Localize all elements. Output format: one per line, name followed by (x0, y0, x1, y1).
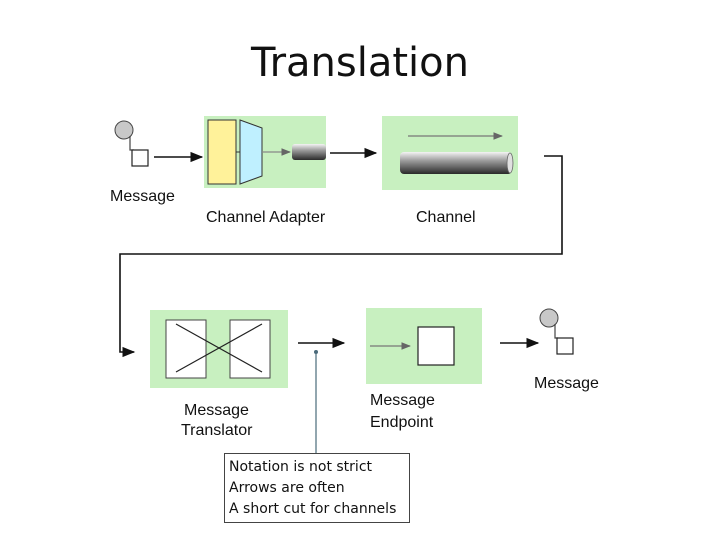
connector-channel-to-translator (119, 155, 563, 358)
message-endpoint-label-line2: Endpoint (370, 414, 434, 431)
note-line: A short cut for channels (229, 501, 397, 517)
channel-adapter-panel (204, 116, 326, 188)
message-translator-panel (150, 310, 288, 388)
message-out-icon (539, 308, 574, 355)
message-out-label: Message (534, 375, 599, 392)
message-in-label: Message (110, 188, 175, 205)
channel-panel (382, 116, 518, 190)
slide-title: Translation (251, 40, 469, 86)
message-translator-label-line1: Message (184, 402, 249, 419)
message-endpoint-label-line1: Message (370, 392, 435, 409)
channel-adapter-label: Channel Adapter (206, 209, 326, 226)
message-in-icon (114, 120, 149, 167)
channel-label: Channel (416, 209, 476, 226)
note-line: Arrows are often (229, 480, 345, 496)
note-line: Notation is not strict (229, 459, 373, 475)
message-translator-label-line2: Translator (181, 422, 253, 439)
notation-note: Notation is not strict Arrows are often … (224, 453, 410, 523)
message-endpoint-panel (366, 308, 482, 384)
